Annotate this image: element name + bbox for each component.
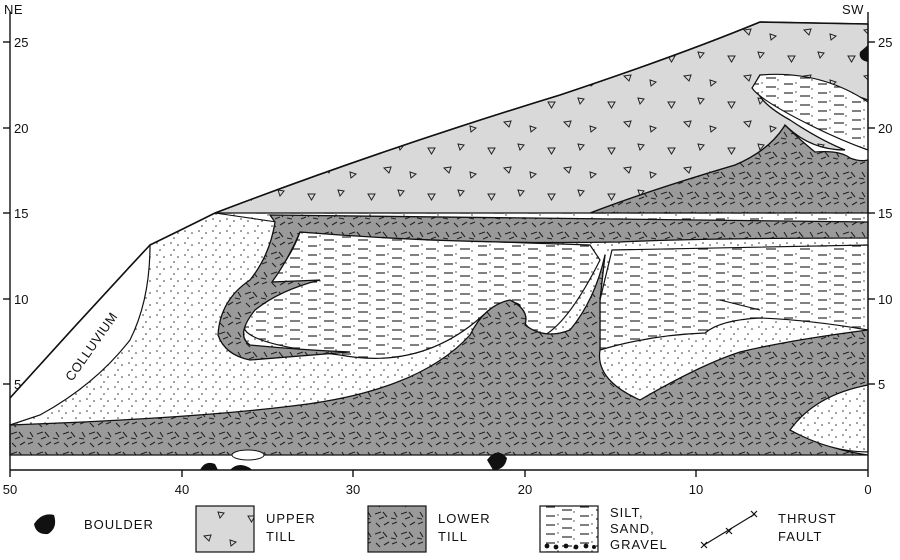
silt-right-unit xyxy=(599,244,869,351)
thrust-fault xyxy=(719,299,761,311)
sand-lens-lower-right xyxy=(789,384,869,453)
legend-sand-line: SAND, xyxy=(610,521,655,536)
legend-boulder-label: BOULDER xyxy=(84,517,154,532)
boulder xyxy=(200,462,218,470)
orientation-sw-label: SW xyxy=(842,2,864,17)
y-right-tick-label: 25 xyxy=(878,35,892,50)
y-right-tick-label: 5 xyxy=(878,377,885,392)
y-right-tick-label: 20 xyxy=(878,121,892,136)
legend-silt-line: SILT, xyxy=(610,505,644,520)
x-tick-label: 0 xyxy=(864,482,871,497)
x-tick-label: 50 xyxy=(3,482,17,497)
legend-upper-till-line2: TILL xyxy=(266,529,296,544)
legend-thrust-line2: FAULT xyxy=(778,529,823,544)
silt-sand-gravel-swatch xyxy=(539,505,599,553)
orientation-ne-label: NE xyxy=(4,2,23,17)
y-right-tick-label: 15 xyxy=(878,206,892,221)
boulder xyxy=(487,452,507,470)
legend-lower-till-line2: TILL xyxy=(438,529,468,544)
sand-lens-upper xyxy=(751,73,869,151)
y-left-tick-label: 20 xyxy=(14,121,28,136)
legend-upper-till-line1: UPPER xyxy=(266,511,316,526)
x-tick-label: 40 xyxy=(175,482,189,497)
boulder xyxy=(230,464,252,470)
y-left-tick-label: 5 xyxy=(14,377,21,392)
x-tick-label: 10 xyxy=(689,482,703,497)
x-tick-label: 30 xyxy=(346,482,360,497)
x-tick-label: 20 xyxy=(518,482,532,497)
y-left-tick-label: 15 xyxy=(14,206,28,221)
legend: BOULDER UPPER TILL LOWER TILL SILT, SAND… xyxy=(34,505,837,553)
legend-lower-till-line1: LOWER xyxy=(438,511,491,526)
gravel-lens xyxy=(231,449,265,461)
lower-till-band xyxy=(217,214,869,361)
boulder xyxy=(859,45,868,62)
gravel-dots xyxy=(544,543,596,550)
boulder-icon xyxy=(34,514,56,535)
upper-till-swatch xyxy=(195,505,255,553)
ground-surface xyxy=(9,21,869,399)
axes xyxy=(3,12,875,477)
lower-till-swatch xyxy=(367,505,427,553)
section-body xyxy=(9,21,869,470)
legend-thrust-line1: THRUST xyxy=(778,511,837,526)
thrust-fault-icon xyxy=(700,510,758,549)
y-left-tick-label: 10 xyxy=(14,292,28,307)
y-left-tick-label: 25 xyxy=(14,35,28,50)
legend-gravel-line: GRAVEL xyxy=(610,537,668,552)
y-right-tick-label: 10 xyxy=(878,292,892,307)
